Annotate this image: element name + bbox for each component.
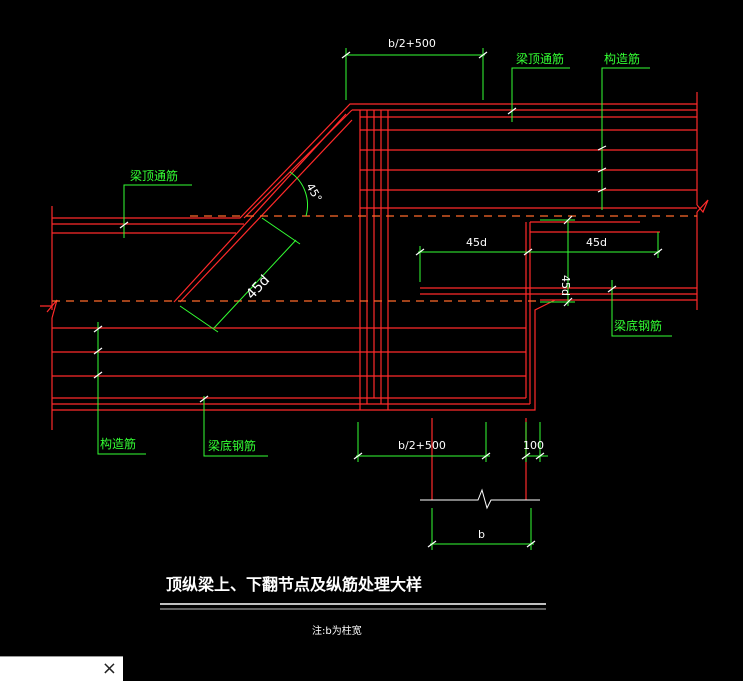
close-icon[interactable]: × (101, 658, 117, 679)
leader-structural-right (601, 67, 650, 210)
hidden-lines (52, 215, 697, 302)
dimension-ticks (93, 51, 663, 548)
rebar-lines (40, 92, 709, 430)
dim-b-label: b (478, 528, 485, 541)
column-break (420, 488, 540, 510)
title-block: 顶纵梁上、下翻节点及纵筋处理大样 注:b为柱宽 (160, 575, 546, 637)
leader-bottom-left (203, 396, 268, 457)
label-structural-left: 构造筋 (100, 436, 136, 451)
label-bottom-right: 梁底钢筋 (614, 318, 662, 333)
leader-bottom-right (611, 280, 672, 337)
drawing-note: 注:b为柱宽 (312, 624, 362, 637)
lower-beam-bottom-outline (52, 299, 556, 411)
dim-top-width-label: b/2+500 (388, 37, 436, 50)
overlay-panel: × (0, 656, 123, 681)
leader-top-through-left (123, 184, 192, 238)
raised-beam-outline (52, 103, 697, 219)
dim-45d-diag-line (213, 239, 297, 329)
diagonal-bar-2 (179, 119, 353, 303)
angle-arc (289, 171, 309, 217)
rebar-labels: 梁顶通筋 构造筋 梁顶通筋 梁底钢筋 构造筋 梁底钢筋 (100, 51, 662, 453)
dim-bottom-width-label: b/2+500 (398, 439, 446, 452)
dim-45d-left-label: 45d (466, 236, 487, 249)
label-top-through-right: 梁顶通筋 (516, 51, 564, 66)
dim-45d-diag-ext1 (179, 305, 219, 333)
left-break-mark (40, 299, 58, 319)
label-bottom-left: 梁底钢筋 (208, 438, 256, 453)
label-top-through-left: 梁顶通筋 (130, 168, 178, 183)
leader-top-through-right (511, 67, 570, 122)
diagonal-bar-1 (173, 113, 347, 303)
dim-45d-right-label: 45d (586, 236, 607, 249)
dim-45d-vertical-label: 45d (559, 275, 572, 296)
right-break-mark (696, 199, 709, 214)
label-structural-right: 构造筋 (604, 51, 640, 66)
dim-100-label: 100 (523, 439, 544, 452)
drawing-title: 顶纵梁上、下翻节点及纵筋处理大样 (166, 575, 422, 594)
column-break-mark (420, 488, 540, 510)
leader-structural-left (97, 322, 146, 455)
dim-45d-diag-ext2 (261, 217, 301, 245)
dimension-labels: b/2+500 b/2+500 100 b 45d 45d 45d 45d 45… (243, 37, 607, 541)
